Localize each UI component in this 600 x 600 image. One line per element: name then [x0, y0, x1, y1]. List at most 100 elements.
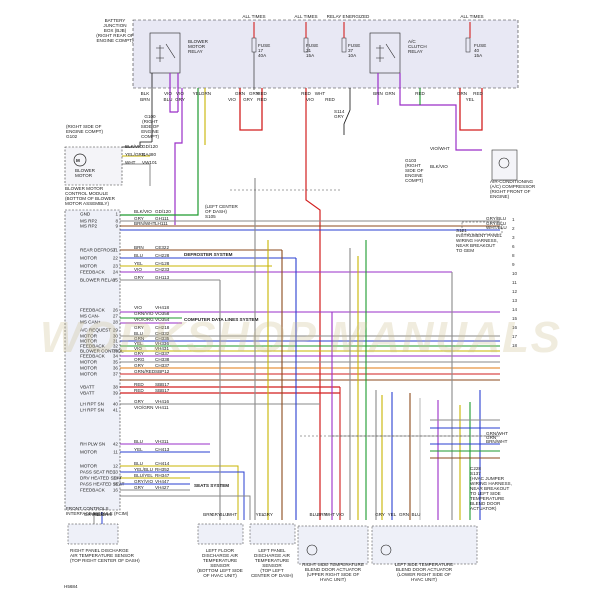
- fcim-pin-number: 12: [113, 464, 119, 469]
- fcim-wire-circuit: SBB17: [155, 388, 170, 393]
- fcim-wire-color: GRY: [134, 399, 144, 404]
- fcim-wire-color: GRN/VIO: [134, 311, 154, 316]
- fcim-wire-color: YEL: [134, 341, 143, 346]
- right-pin-number: 12: [512, 289, 518, 294]
- fcim-wire-color: BLU: [134, 439, 143, 444]
- red-loop-wire: [239, 88, 263, 131]
- fcim-pin-label: BLOWER RELAY: [80, 278, 116, 283]
- wire-color-label: BLK: [141, 91, 151, 96]
- ground-label: (RIGHT: [405, 163, 421, 168]
- fcim-wire-color: GRN: [134, 336, 144, 341]
- fcim-pin-label: MS RP2: [80, 224, 98, 229]
- right-pin-number: 3: [512, 235, 515, 240]
- bottom-wire-label: WHT: [325, 512, 336, 517]
- fuse-label: 31: [306, 48, 312, 53]
- wire-color-label: RED: [257, 97, 267, 102]
- fcim-pin-label: MOTOR: [80, 450, 98, 455]
- fcim-pin-number: 28: [113, 320, 119, 325]
- blower-relay-label: RELAY: [188, 49, 203, 54]
- blower-wire-color: WHT: [125, 160, 136, 165]
- bottom-wire-label: YEL: [256, 512, 265, 517]
- fcim-pin-label: FEEDBACK: [80, 488, 106, 493]
- left-center-label: OF DASH): [205, 209, 227, 214]
- fcim-pin-number: 21: [113, 248, 119, 253]
- fcim-wire-color: GRY: [134, 485, 144, 490]
- fcim-wire-circuit: SBB17: [155, 382, 170, 387]
- bottom-component-label: (TOP RIGHT CENTER OF DASH): [70, 558, 140, 563]
- lower-wire: [120, 471, 245, 520]
- bottom-wire-label: BRN: [203, 512, 213, 517]
- right-stub-label: GRN: [486, 435, 496, 440]
- fcim-wire-circuit: VH416: [155, 399, 169, 404]
- fcim-wire-color: GRN/RED: [134, 369, 156, 374]
- fcim-wire-color: GRY/VIO: [134, 479, 153, 484]
- fcim-pin-label: VBATT: [80, 385, 95, 390]
- fcim-wire-circuit: VH311: [155, 439, 169, 444]
- ac-relay-label: CLUTCH: [408, 44, 427, 49]
- ground-label: G100: [144, 114, 156, 119]
- ac-vio-wire: [399, 73, 482, 151]
- fcim-wire-color: GRY: [134, 351, 144, 356]
- blower-motor-icon: [73, 153, 87, 167]
- right-stub-label: BRN/WHT: [486, 439, 508, 444]
- fcim-pin-number: 36: [113, 366, 119, 371]
- compressor-label: (RIGHT FRONT OF: [490, 189, 531, 194]
- fuse-label: FUSE: [306, 43, 318, 48]
- fcim-pin-number: 32: [113, 344, 119, 349]
- fcim-name: INTERFACE MODULE (FCIM): [66, 511, 129, 516]
- left-blend-actuator-box: [371, 525, 478, 565]
- wire-group: [93, 22, 500, 524]
- fcim-wire-circuit: VO358: [155, 311, 170, 316]
- fcim-wire-circuit: VH447: [155, 479, 169, 484]
- relay-energized-label: RELAY ENERGIZED: [327, 14, 370, 19]
- fcim-wire-circuit: VH336: [155, 341, 169, 346]
- wire-color-label: VIO: [164, 91, 172, 96]
- c228-label: NEAR BREAKOUT: [470, 486, 510, 491]
- wire-color-label: BRN: [140, 97, 150, 102]
- right-pin-number: 8: [512, 253, 515, 258]
- compressor-label: (A/C) COMPRESSOR: [490, 184, 536, 189]
- fuse-label: 15A: [306, 53, 315, 58]
- ground-label: G102: [66, 134, 78, 139]
- fuse-label: 17: [258, 48, 264, 53]
- blower-wire-circuit: GD/120: [142, 144, 158, 149]
- fcim-wire-color: YEL: [134, 261, 143, 266]
- left-actuator-motor-icon: [380, 544, 392, 556]
- fcim-pin-label: FEEDBACK: [80, 270, 106, 275]
- fcim-wire-circuit: CH218: [155, 325, 170, 330]
- fcim-pin-number: 33: [113, 349, 119, 354]
- bottom-component-label: (TOP LEFT: [260, 568, 284, 573]
- bottom-component-label: DISCHARGE AIR: [254, 553, 291, 558]
- fcim-wire-color: GRY: [134, 275, 144, 280]
- fcim-wire-circuit: VH431: [155, 346, 169, 351]
- fuse-label: 40: [474, 48, 480, 53]
- left-floor-sensor-box: [197, 523, 244, 545]
- s114-label: S114: [334, 109, 345, 114]
- fcim-pin-label: VBATT: [80, 391, 95, 396]
- fcim-wire-color: BLK/VIO: [134, 209, 152, 214]
- fcim-pin-label: REAR DEFROST: [80, 248, 116, 253]
- fcim-pin-number: 26: [113, 308, 119, 313]
- fuse-label: FUSE: [348, 43, 360, 48]
- fcim-wire-circuit: CH128: [155, 261, 170, 266]
- fcim-wire-color: RED: [134, 388, 144, 393]
- fcim-pin-label: MOTOR: [80, 360, 98, 365]
- fcim-pin-number: 24: [113, 270, 119, 275]
- fcim-wire-color: VIO: [134, 267, 142, 272]
- bottom-component-label: RIGHT PANEL DISCHARGE: [70, 548, 129, 553]
- blower-relay-coil: [156, 43, 176, 62]
- fcim-pin-number: 23: [113, 264, 119, 269]
- c228-label: BLEND DOOR: [470, 501, 501, 506]
- junction-box-title: BATTERY: [105, 18, 126, 23]
- ac-relay-coil: [376, 43, 396, 62]
- wire-color-label: RED: [473, 91, 483, 96]
- blower-wire-circuit: CA480: [142, 152, 156, 157]
- fcim-wire-color: BLU: [134, 461, 143, 466]
- right-pin-number: 13: [512, 298, 518, 303]
- bottom-wire-label: BLU: [310, 512, 319, 517]
- fcim-wire-circuit: VH427: [155, 485, 169, 490]
- fcim-wire-circuit: GD/120: [155, 209, 171, 214]
- ground-label: (RIGHT SIDE OF: [66, 124, 102, 129]
- fcim-pin-number: 1: [115, 212, 118, 217]
